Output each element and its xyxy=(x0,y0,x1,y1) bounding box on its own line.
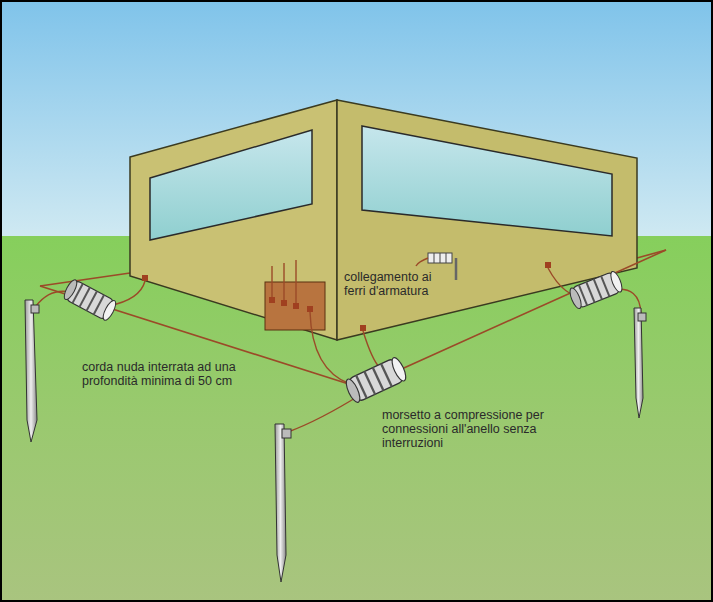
earth-rod xyxy=(634,308,646,418)
ground xyxy=(0,236,713,602)
earth-wires xyxy=(36,268,641,432)
compression-clamp xyxy=(344,356,409,404)
annotation-label: collegamento ai ferri d'armatura xyxy=(344,270,456,298)
connection-points xyxy=(142,262,551,331)
earth-rod xyxy=(275,424,291,582)
earth-rod xyxy=(25,300,39,442)
building-left-face xyxy=(130,100,337,340)
ground-ring xyxy=(40,273,130,286)
window xyxy=(150,130,312,240)
building-right-face xyxy=(337,100,637,340)
compression-clamp xyxy=(62,278,118,322)
compression-clamp xyxy=(568,270,624,310)
window xyxy=(362,126,612,236)
busbar-conductors xyxy=(272,260,296,304)
annotation-label: morsetto a compressione per connessioni … xyxy=(382,408,564,450)
earth-busbar xyxy=(265,282,325,330)
annotation-label: corda nuda interrata ad una profondità m… xyxy=(82,360,252,388)
